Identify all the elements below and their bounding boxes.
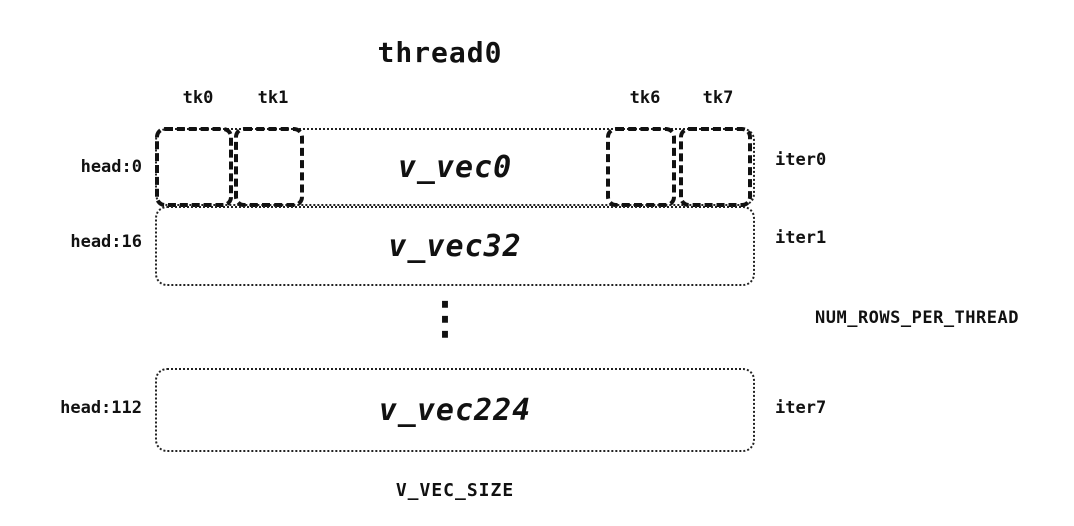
iter7-label: iter7 xyxy=(775,398,827,418)
v-vec32-label: v_vec32 xyxy=(388,228,522,264)
head-16-label: head:16 xyxy=(70,232,142,252)
tk0-cell xyxy=(155,127,233,207)
vertical-ellipsis: ⋮ xyxy=(423,293,467,344)
diagram-title: thread0 xyxy=(377,36,503,69)
tk1-cell xyxy=(234,127,304,207)
v-vec-size-label: V_VEC_SIZE xyxy=(395,480,515,501)
tk6-label: tk6 xyxy=(629,88,661,108)
tk7-label: tk7 xyxy=(702,88,734,108)
v-vec224-label: v_vec224 xyxy=(378,392,532,428)
iter0-label: iter0 xyxy=(775,150,827,170)
tk1-label: tk1 xyxy=(257,88,289,108)
head-0-label: head:0 xyxy=(80,157,142,177)
tk6-cell xyxy=(606,127,676,207)
vector-row-iter7: v_vec224 xyxy=(155,368,755,452)
tk0-label: tk0 xyxy=(182,88,214,108)
head-112-label: head:112 xyxy=(60,398,142,418)
v-vec0-label: v_vec0 xyxy=(397,149,513,185)
num-rows-per-thread-label: NUM_ROWS_PER_THREAD xyxy=(815,308,1019,328)
vector-row-iter1: v_vec32 xyxy=(155,206,755,286)
tk7-cell xyxy=(679,127,752,207)
iter1-label: iter1 xyxy=(775,228,827,248)
